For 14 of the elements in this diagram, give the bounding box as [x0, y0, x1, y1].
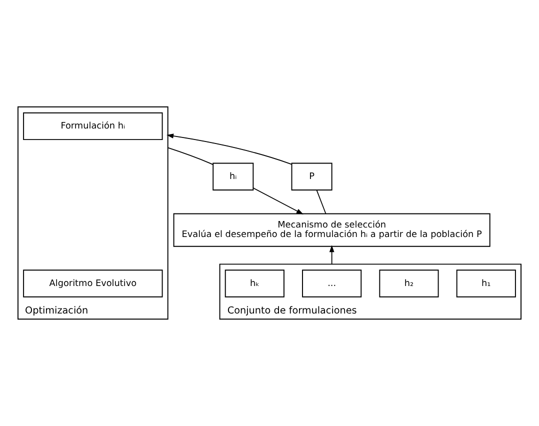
- connector: [316, 190, 326, 214]
- node-box: Formulación hᵢ: [23, 112, 163, 140]
- node-box: Algoritmo Evolutivo: [23, 270, 163, 298]
- node-box: Mecanismo de selección Evalúa el desempeño de la formulación hᵢ a partir de la población P: [173, 213, 490, 247]
- arrow: [252, 188, 304, 214]
- node-box: ...: [302, 270, 362, 298]
- arrow: [166, 134, 292, 165]
- connector: [167, 147, 214, 165]
- node-box: hₖ: [224, 270, 284, 298]
- node-box: hᵢ: [212, 162, 254, 190]
- arrow: [329, 245, 334, 265]
- node-box: h₂: [379, 270, 439, 298]
- node-box: h₁: [456, 270, 516, 298]
- node-box: P: [291, 162, 332, 190]
